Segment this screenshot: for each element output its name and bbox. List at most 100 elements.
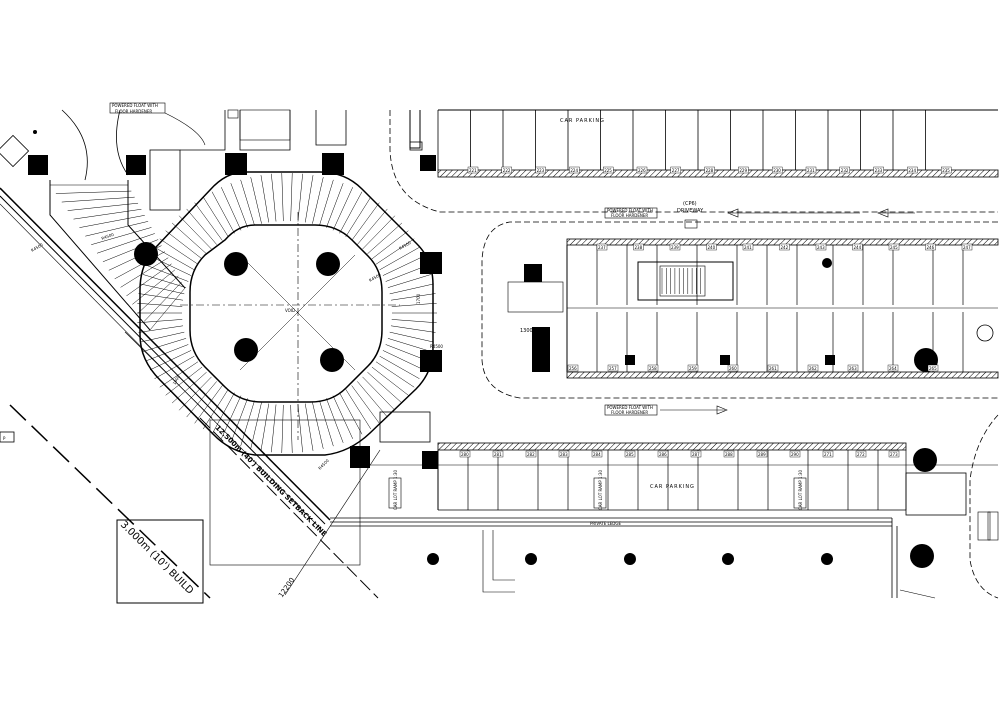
stall-number: 282 [527,452,535,457]
stall-number: 257 [609,366,617,371]
grid-marker: P [3,436,6,441]
void-label: VOID [285,308,295,313]
column-block [322,153,344,175]
stall-number: 237 [598,245,606,250]
stall-number: 239 [671,245,679,250]
column-round [234,338,258,362]
column-round [224,252,248,276]
accessible-parking-icon [976,324,994,342]
stall-number: 238 [635,245,643,250]
column-round [822,258,832,268]
left-entry-ramp: POWERED FLOAT WITH FLOOR HARDENER [0,102,442,372]
ramp-inner-edge [189,224,383,403]
stall-number: 263 [849,366,857,371]
stall-number: 247 [963,245,971,250]
mid-bottom-kerb-hatch [566,371,999,379]
column-block [720,355,730,365]
stall-number: 224 [570,168,578,173]
stall-number: 273 [890,452,898,457]
ramp-outer-edge [139,171,434,456]
stall-number: 225 [604,168,612,173]
car-parking-bottom-label: CAR PARKING [650,484,695,490]
central-parking-block: 1300 2300 [481,221,999,399]
stall-number: 245 [890,245,898,250]
private-ledge-label: PRIVATE LEDGE [590,521,621,526]
radius-label: R4500 [101,232,115,241]
bottom-kerb-hatch [437,442,907,451]
stall-number: 290 [791,452,799,457]
stall-number: 221 [469,168,477,173]
column-round [320,348,344,372]
stall-number: 233 [875,168,883,173]
stall-number: 258 [649,366,657,371]
ramp-label: CAR LOT RAMP 1:30 [598,470,603,510]
stall-number: 265 [929,366,937,371]
floor-hardener-top-1: POWERED FLOAT WITH [112,103,158,108]
stall-number: 226 [638,168,646,173]
car-parking-top-label: CAR PARKING [560,118,605,124]
dim-1700: 1700 [416,293,421,304]
column-block [524,264,542,282]
stall-number: 260 [729,366,737,371]
stall-number: 242 [781,245,789,250]
circular-ramp: VOID R4500 R4500 R4500 R4500 R4500 R4500… [30,171,443,471]
bottom-parking-row: CAR PARKING CAR LOT RAMP 1:30 CAR LOT RAM… [350,411,998,568]
column-round [427,553,439,565]
stall-number: 286 [659,452,667,457]
driveway-code: (CP6) [683,201,697,207]
radius-label: R4500 [30,242,44,253]
ramp-label: CAR LOT RAMP 1:30 [798,470,803,510]
column-round [525,553,537,565]
stall-number: 271 [824,452,832,457]
top-parking-row: CAR PARKING [437,109,999,178]
stall-number: 283 [560,452,568,457]
driveway-area: (CP6) DRIVEWAY POWERED FLOAT WITH FLOOR … [604,201,915,416]
column-block [28,155,48,175]
column-block [825,355,835,365]
column-block [532,327,550,372]
stall-number: 281 [494,452,502,457]
stall-number: 240 [708,245,716,250]
building-3m-label: 3.000m (10') BUILD [118,519,196,597]
floor-hardener-top-2: FLOOR HARDENER [115,109,152,114]
floor-hardener-label-2: FLOOR HARDENER [611,213,648,218]
stall-number: 243 [817,245,825,250]
column-block [225,153,247,175]
column-round [624,553,636,565]
stall-number: 234 [908,168,916,173]
column-block [625,355,635,365]
stall-number: 280 [461,452,469,457]
stall-number: 288 [725,452,733,457]
floor-hardener-label-4: FLOOR HARDENER [611,410,648,415]
stall-number: 232 [841,168,849,173]
column-round [134,242,158,266]
stall-number: 244 [854,245,862,250]
dim-1900: 1900 [172,374,182,386]
stall-number: 256 [569,366,577,371]
column-block [420,350,442,372]
private-ledge: PRIVATE LEDGE [330,414,999,599]
top-kerb-hatch [437,169,999,178]
setback-lines: 12.500m (40') BUILDING SETBACK LINE 3.00… [0,187,381,604]
stall-number: 284 [593,452,601,457]
dim-12200: 12200 [277,576,296,599]
stall-number: 287 [692,452,700,457]
stall-number: 227 [672,168,680,173]
stall-number: 289 [758,452,766,457]
column-round [913,448,937,472]
ramp-label: CAR LOT RAMP 1:30 [393,470,398,510]
driveway-label: DRIVEWAY [677,208,704,214]
stall-number: 229 [739,168,747,173]
stall-number: 272 [857,452,865,457]
radius-label: R4500 [317,458,330,471]
radius-label: R4500 [430,344,443,349]
stall-number: 230 [773,168,781,173]
column-round [316,252,340,276]
stall-number: 246 [927,245,935,250]
stall-number: 285 [626,452,634,457]
dim-1300: 1300 [520,328,533,334]
stall-number: 228 [706,168,714,173]
floor-hardener-label-1: POWERED FLOAT WITH [607,208,653,213]
column-block [420,155,436,171]
